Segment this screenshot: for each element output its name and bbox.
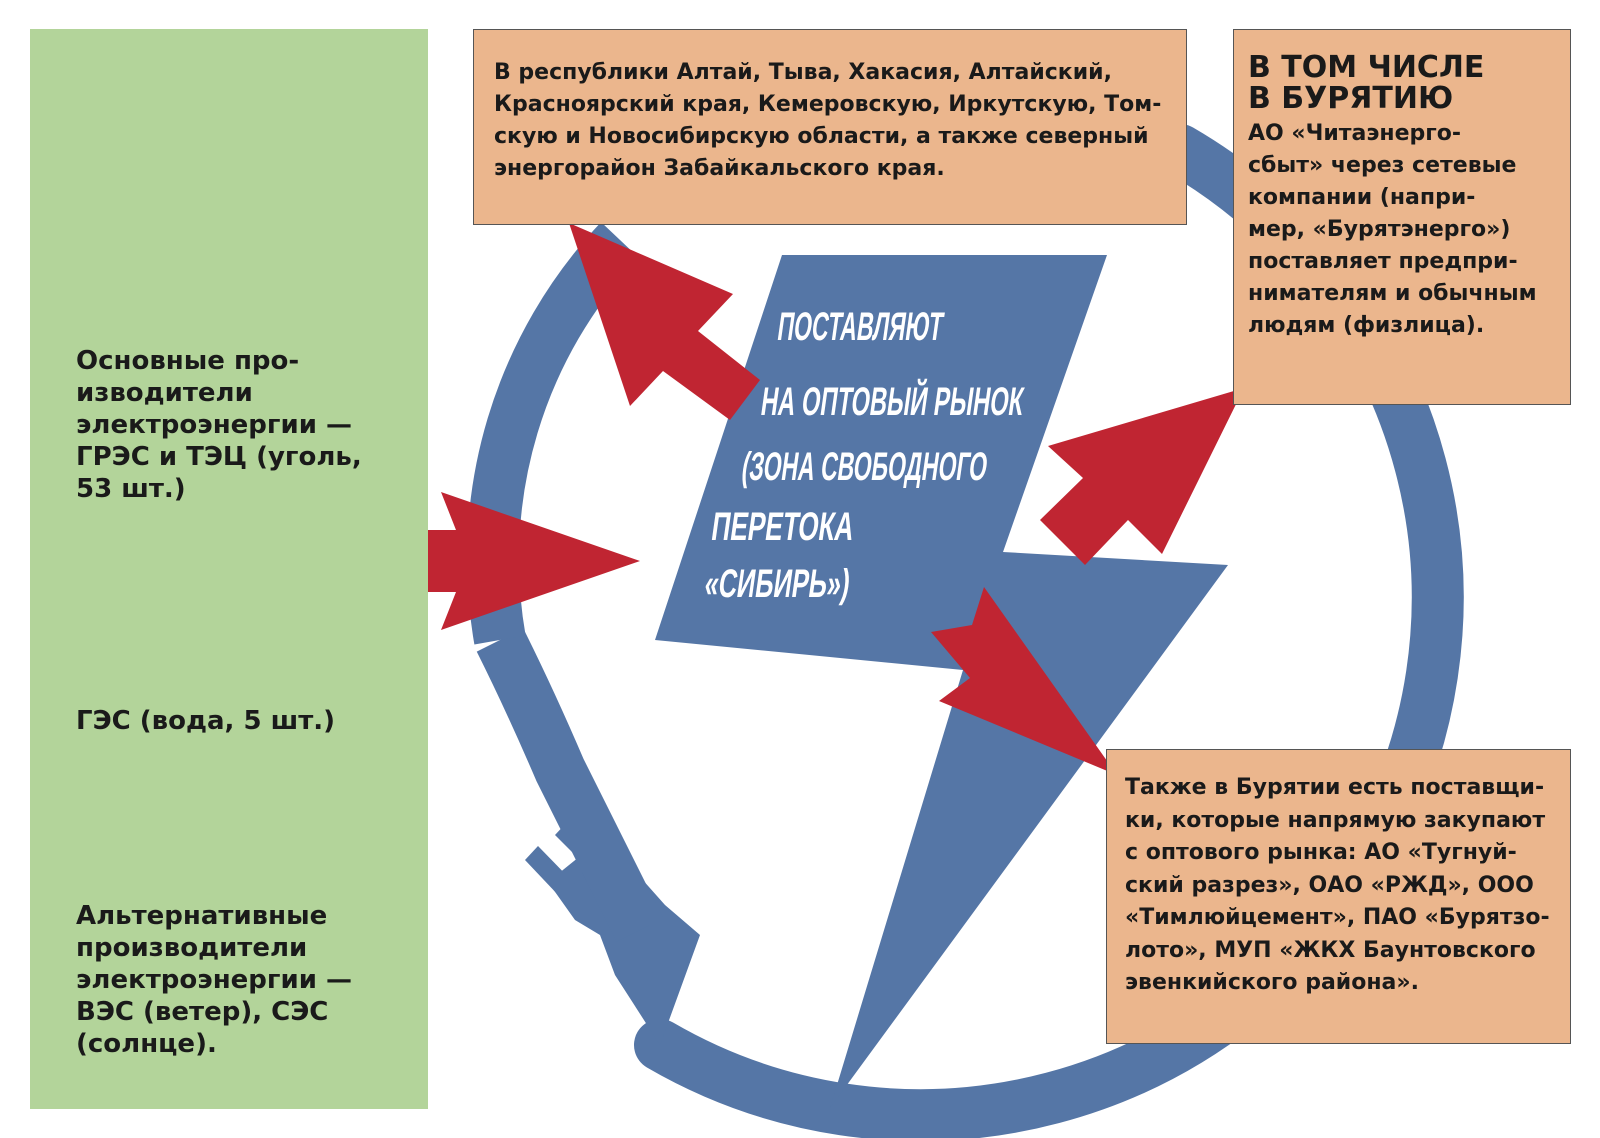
main-producers-label: Основные про- изводители электроэнергии … [76, 346, 362, 504]
arrow-to-direct-buyers [931, 587, 1117, 775]
regions-text: В республики Алтай, Тыва, Хакасия, Алтай… [494, 60, 1162, 181]
alt-producers-label: Альтернативные производители электроэнер… [76, 901, 352, 1059]
center-line-3: (ЗОНА СВОБОДНОГО [739, 444, 990, 489]
center-line-1: ПОСТАВЛЯЮТ [775, 304, 947, 349]
buryatia-box: В ТОМ ЧИСЛЕ В БУРЯТИЮ АО «Читаэнерго- сб… [1233, 29, 1571, 405]
center-line-2: НА ОПТОВЫЙ РЫНОК [758, 378, 1027, 424]
regions-box: В республики Алтай, Тыва, Хакасия, Алтай… [473, 29, 1187, 225]
arrow-left-to-market [408, 492, 640, 630]
producers-sidebar [30, 29, 428, 1109]
direct-buyers-text: Также в Бурятии есть поставщи- ки, котор… [1125, 775, 1550, 995]
buryatia-text: АО «Читаэнерго- сбыт» через сетевые комп… [1248, 121, 1537, 338]
arrow-to-buryatia [1040, 388, 1244, 565]
lightning-bolt-icon [655, 255, 1228, 1108]
center-line-4: ПЕРЕТОКА [709, 504, 857, 549]
center-line-5: «СИБИРЬ») [702, 561, 853, 606]
buryatia-title: В ТОМ ЧИСЛЕ В БУРЯТИЮ [1248, 50, 1485, 116]
center-bolt-text: ПОСТАВЛЯЮТ НА ОПТОВЫЙ РЫНОК (ЗОНА СВОБОД… [702, 304, 1027, 606]
hydro-label: ГЭС (вода, 5 шт.) [76, 706, 336, 736]
arrow-to-regions [569, 223, 760, 420]
direct-buyers-box: Также в Бурятии есть поставщи- ки, котор… [1106, 749, 1571, 1044]
